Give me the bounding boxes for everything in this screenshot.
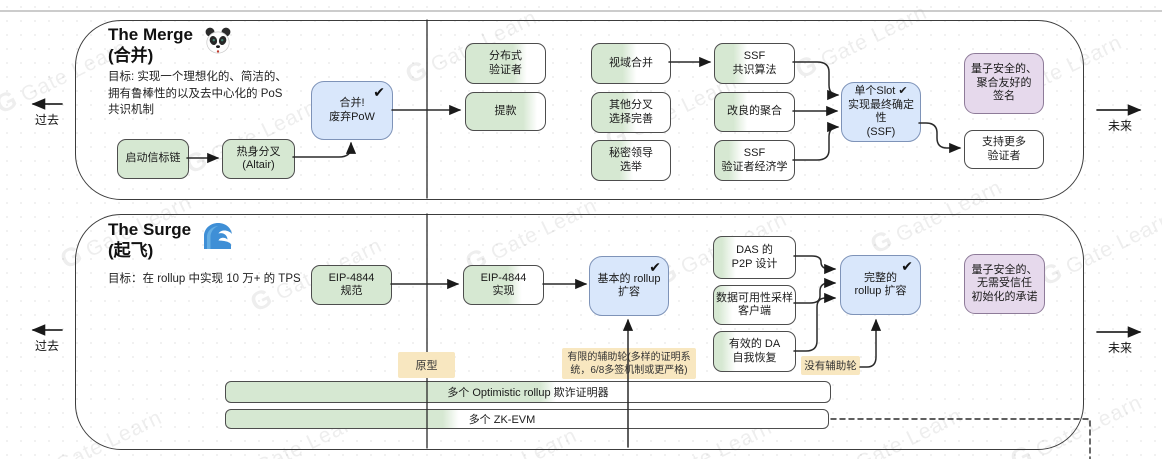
check-icon: ✔ — [649, 259, 661, 275]
node-label: 视域合并 — [609, 56, 653, 69]
node-ssf-validator-economics: SSF 验证者经济学 — [714, 140, 795, 181]
future-label-surge: 未来 — [1107, 341, 1132, 355]
node-label: 秘密领导 选举 — [609, 147, 653, 173]
node-label: DAS 的 P2P 设计 — [731, 244, 778, 270]
check-icon: ✔ — [373, 84, 385, 100]
node-more-validators: 支持更多 验证者 — [964, 130, 1044, 169]
node-label: 其他分叉 选择完善 — [609, 99, 653, 125]
node-label: 数据可用性采样 客户端 — [716, 291, 793, 318]
label-prototype: 原型 — [398, 352, 455, 378]
node-label: 分布式 验证者 — [489, 50, 522, 76]
past-label-merge: 过去 — [34, 113, 59, 127]
node-ssf-algorithm: SSF 共识算法 — [714, 43, 795, 84]
node-altair-fork: 热身分叉 (Altair) — [222, 139, 295, 179]
node-label: 单个Slot ✔ 实现最终确定性 (SSF) — [848, 85, 914, 138]
node-label: 提款 — [494, 104, 517, 117]
merge-title-zh: (合并) — [108, 46, 154, 65]
node-das-p2p: DAS 的 P2P 设计 — [713, 236, 796, 279]
node-label: 合并! 废弃PoW — [329, 97, 375, 123]
node-label: SSF 验证者经济学 — [721, 147, 788, 173]
node-merge-pow: ✔ 合并! 废弃PoW — [311, 81, 393, 140]
node-secret-leader-election: 秘密领导 选举 — [591, 140, 671, 181]
check-icon: ✔ — [901, 258, 913, 274]
merge-title: The Merge (合并) — [108, 24, 193, 66]
node-distributed-validators: 分布式 验证者 — [465, 43, 546, 84]
merge-goal: 目标: 实现一个理想化的、简洁的、 拥有鲁棒性的以及去中心化的 PoS 共识机制 — [108, 71, 287, 116]
node-label: 有效的 DA 自我恢复 — [728, 338, 781, 364]
node-label: 量子安全的、 无需受信任 初始化的承诺 — [971, 263, 1038, 303]
section-the-merge — [75, 20, 1084, 200]
bar-multiple-zk-evm: 多个 ZK-EVM — [225, 409, 829, 429]
node-label: 基本的 rollup 扩容 — [597, 272, 661, 299]
bar-optimistic-rollup-fraud-provers: 多个 Optimistic rollup 欺诈证明器 — [225, 381, 831, 403]
label-limited-training-wheels: 有限的辅助轮(多样的证明系 统，6/8多签机制或更严格) — [562, 348, 696, 379]
node-label: 改良的聚合 — [727, 105, 782, 118]
merge-title-en: The Merge — [108, 25, 194, 44]
node-withdrawals: 提款 — [465, 92, 546, 131]
node-view-merge: 视域合并 — [591, 43, 671, 84]
label-no-training-wheels: 没有辅助轮 — [801, 356, 860, 375]
surge-title-en: The Surge — [108, 220, 192, 239]
node-label: EIP-4844 实现 — [480, 271, 527, 298]
panda-icon — [203, 26, 233, 61]
past-label-surge: 过去 — [34, 339, 59, 353]
node-label: 启动信标链 — [125, 152, 181, 165]
node-eip4844-spec: EIP-4844 规范 — [311, 265, 392, 305]
wave-icon — [202, 221, 234, 256]
node-label: 热身分叉 (Altair) — [236, 145, 281, 172]
node-label: 完整的 rollup 扩容 — [854, 271, 907, 298]
surge-title-zh: (起飞) — [108, 241, 154, 260]
node-quantum-safe-signatures: 量子安全的、 聚合友好的 签名 — [964, 53, 1044, 114]
node-label: EIP-4844 规范 — [328, 271, 375, 298]
node-das-client: 数据可用性采样 客户端 — [713, 285, 796, 325]
node-quantum-safe-commitments: 量子安全的、 无需受信任 初始化的承诺 — [964, 254, 1045, 314]
surge-title: The Surge (起飞) — [108, 219, 191, 261]
node-full-rollup-scaling: ✔ 完整的 rollup 扩容 — [840, 255, 921, 315]
node-beacon-chain: 启动信标链 — [117, 139, 189, 179]
surge-goal: 目标：在 rollup 中实现 10 万+ 的 TPS — [108, 273, 301, 285]
node-fork-choice: 其他分叉 选择完善 — [591, 92, 671, 133]
node-improved-aggregation: 改良的聚合 — [714, 92, 795, 132]
node-basic-rollup-scaling: ✔ 基本的 rollup 扩容 — [589, 256, 669, 316]
section-the-surge — [75, 214, 1084, 450]
node-single-slot-finality: 单个Slot ✔ 实现最终确定性 (SSF) — [841, 82, 921, 142]
future-label-merge: 未来 — [1107, 119, 1132, 133]
node-label: 量子安全的、 聚合友好的 签名 — [971, 63, 1037, 103]
node-label: 支持更多 验证者 — [982, 136, 1026, 162]
node-eip4844-impl: EIP-4844 实现 — [463, 265, 544, 305]
node-label: SSF 共识算法 — [732, 50, 777, 76]
node-da-self-healing: 有效的 DA 自我恢复 — [713, 331, 796, 372]
